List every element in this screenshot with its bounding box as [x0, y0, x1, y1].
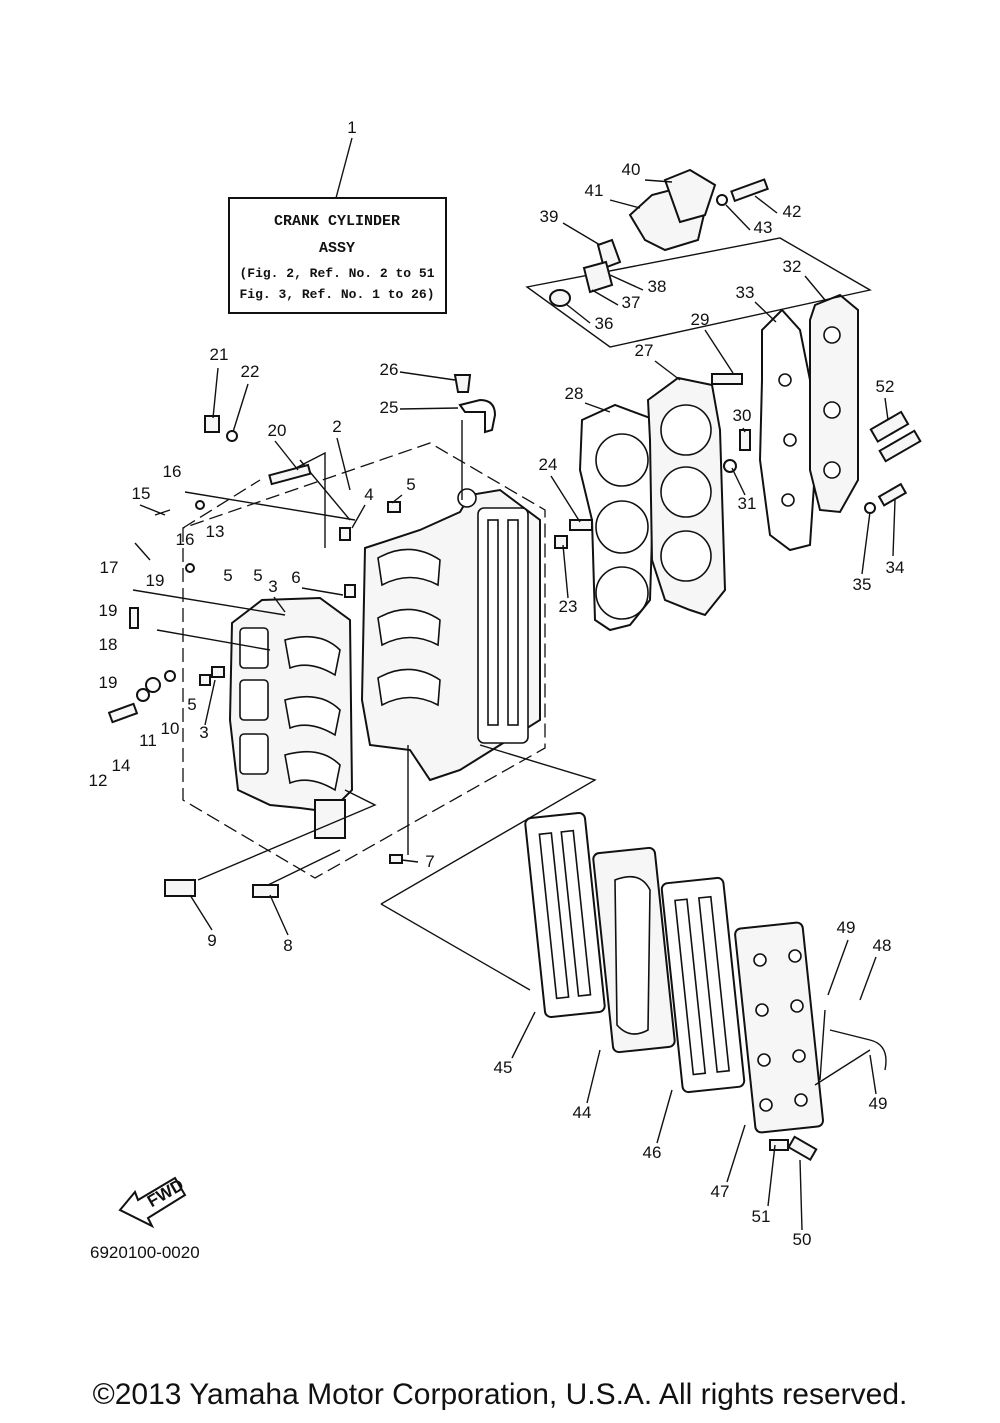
callout-21: 21	[210, 345, 229, 364]
callout-13: 13	[206, 522, 225, 541]
callout-5d: 5	[187, 695, 196, 714]
callout-52: 52	[876, 377, 895, 396]
callout-26: 26	[380, 360, 399, 379]
callout-10: 10	[161, 719, 180, 738]
callout-19: 19	[146, 571, 165, 590]
callout-22: 22	[241, 362, 260, 381]
callout-23: 23	[559, 597, 578, 616]
callout-leaders	[189, 179, 896, 1231]
callout-47: 47	[711, 1182, 730, 1201]
callout-5: 5	[406, 475, 415, 494]
callout-7: 7	[425, 852, 434, 871]
callout-30: 30	[733, 406, 752, 425]
callout-5c: 5	[253, 566, 262, 585]
callout-15: 15	[132, 484, 151, 503]
callout-31: 31	[738, 494, 757, 513]
note-box-line1: (Fig. 2, Ref. No. 2 to 51	[239, 266, 434, 281]
callout-40: 40	[622, 160, 641, 179]
thermostat-group	[525, 168, 872, 348]
callout-3: 3	[268, 577, 277, 596]
assembly-outline	[182, 442, 546, 879]
callout-46: 46	[643, 1143, 662, 1162]
callout-37: 37	[622, 293, 641, 312]
callout-16: 16	[163, 462, 182, 481]
note-box-subtitle: ASSY	[319, 240, 355, 257]
exhaust-inner-plate	[592, 846, 676, 1054]
callout-33: 33	[736, 283, 755, 302]
exhaust-cover	[734, 921, 824, 1134]
assembly-note-box: CRANK CYLINDER ASSY (Fig. 2, Ref. No. 2 …	[228, 137, 447, 314]
callout-17: 17	[100, 558, 119, 577]
callout-28: 28	[565, 384, 584, 403]
callout-42: 42	[783, 202, 802, 221]
fastener-parts	[107, 178, 922, 1162]
note-box-line2: Fig. 3, Ref. No. 1 to 26)	[239, 287, 434, 302]
assembly-lines	[132, 420, 871, 1086]
callout-39: 39	[540, 207, 559, 226]
callout-29: 29	[691, 310, 710, 329]
note-box-title: CRANK CYLINDER	[274, 213, 400, 230]
crankcase-part	[228, 596, 354, 839]
callout-27: 27	[635, 341, 654, 360]
callout-2: 2	[332, 417, 341, 436]
callout-1: 1	[347, 118, 356, 137]
callout-49b: 49	[869, 1094, 888, 1113]
cylinder-head-part	[646, 376, 727, 617]
callout-51: 51	[752, 1207, 771, 1226]
callout-48: 48	[873, 936, 892, 955]
callout-49: 49	[837, 918, 856, 937]
exhaust-gasket-inner	[660, 876, 746, 1094]
forward-arrow-icon: FWD	[118, 1175, 187, 1229]
head-cover-gasket-part	[758, 308, 817, 552]
callout-45: 45	[494, 1058, 513, 1077]
callout-4: 4	[364, 485, 373, 504]
callout-9: 9	[207, 931, 216, 950]
cylinder-block-part	[360, 488, 541, 782]
callout-38: 38	[648, 277, 667, 296]
callout-labels: 1 2 3 3 4 5 5 5 5 6 7 8 9 10 11 12 13 14…	[89, 118, 905, 1249]
callout-8: 8	[283, 936, 292, 955]
callout-36: 36	[595, 314, 614, 333]
head-gasket-part	[578, 403, 657, 632]
callout-34: 34	[886, 558, 905, 577]
callout-35: 35	[853, 575, 872, 594]
callout-19c: 19	[99, 673, 118, 692]
callout-6: 6	[291, 568, 300, 587]
callout-20: 20	[268, 421, 287, 440]
callout-44: 44	[573, 1103, 592, 1122]
callout-50: 50	[793, 1230, 812, 1249]
callout-19b: 19	[99, 601, 118, 620]
callout-32: 32	[783, 257, 802, 276]
callout-18: 18	[99, 635, 118, 654]
callout-41: 41	[585, 181, 604, 200]
exhaust-gasket-outer	[524, 812, 606, 1018]
callout-3b: 3	[199, 723, 208, 742]
copyright-notice: ©2013 Yamaha Motor Corporation, U.S.A. A…	[92, 1378, 908, 1411]
drawing-code: 6920100-0020	[90, 1243, 200, 1262]
callout-24: 24	[539, 455, 558, 474]
callout-43: 43	[754, 218, 773, 237]
callout-16b: 16	[176, 530, 195, 549]
callout-5b: 5	[223, 566, 232, 585]
callout-11: 11	[139, 731, 157, 750]
callout-25: 25	[380, 398, 399, 417]
head-cover-part	[809, 293, 859, 514]
callout-12: 12	[89, 771, 108, 790]
callout-14: 14	[112, 756, 131, 775]
